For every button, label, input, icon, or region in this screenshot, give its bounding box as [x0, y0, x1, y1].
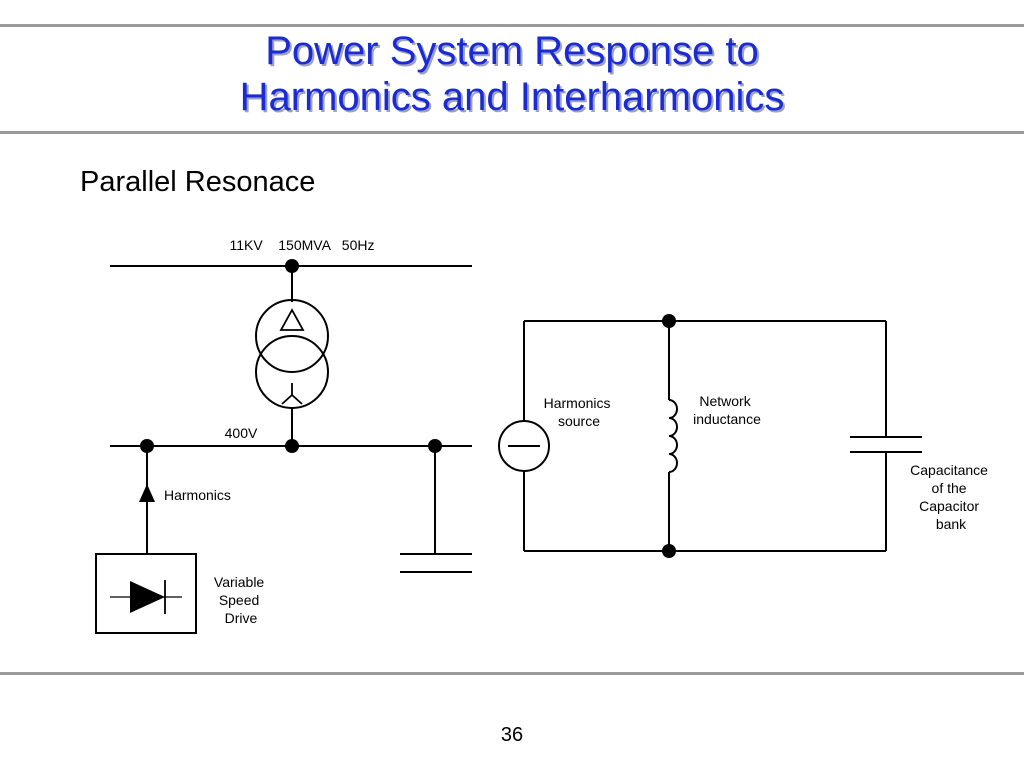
footer-divider [0, 672, 1024, 675]
capacitor-bank-label: Capacitance of the Capacitor bank [910, 462, 992, 532]
harmonics-arrow-icon [139, 484, 155, 502]
lv-bus-label: 400V [225, 425, 258, 441]
slide-subtitle: Parallel Resonace [80, 166, 316, 198]
top-divider [0, 24, 1024, 27]
harmonics-source-label-line-2: source [558, 413, 600, 429]
vsd-label: Variable Speed Drive [214, 574, 268, 626]
title-divider [0, 131, 1024, 134]
bus-nodes [140, 259, 442, 453]
vsd-label-line-2: Speed [219, 592, 259, 608]
network-inductance-label-line-1: Network [699, 393, 751, 409]
transformer-primary-winding [255, 299, 329, 373]
capacitor-bus-node [428, 439, 442, 453]
delta-winding-icon [279, 308, 305, 331]
page-number: 36 [500, 724, 524, 746]
slide-title: Power System Response to Harmonics and I… [0, 28, 1024, 120]
variable-speed-drive-box [95, 553, 197, 634]
slide-title-line-1: Power System Response to [265, 29, 759, 73]
diode-icon [130, 581, 165, 613]
capacitor-bank-label-line-2: of the [932, 480, 967, 496]
inductor-coil-icon [668, 399, 678, 473]
vsd-label-line-1: Variable [214, 574, 265, 590]
drive-bus-node [140, 439, 154, 453]
top-node [662, 314, 676, 328]
equivalent-circuit [498, 320, 922, 552]
harmonics-source-label-line-1: Harmonics [544, 395, 611, 411]
harmonics-label: Harmonics [164, 487, 231, 503]
transformer-bus-node [285, 439, 299, 453]
capacitor-bank-label-line-4: bank [936, 516, 967, 532]
network-inductance-label-line-2: inductance [693, 411, 761, 427]
harmonics-source-label: Harmonics source [544, 395, 615, 429]
bottom-node [662, 544, 676, 558]
slide-title-line-2: Harmonics and Interharmonics [239, 75, 785, 119]
capacitor-bank-label-line-1: Capacitance [910, 462, 988, 478]
vsd-label-line-3: Drive [225, 610, 258, 626]
harmonics-source-icon [498, 420, 550, 472]
wye-winding-icon [281, 383, 303, 405]
hv-bus-node [285, 259, 299, 273]
network-inductance-label: Network inductance [693, 393, 761, 427]
circuit-nodes [662, 314, 676, 558]
supply-rating-label: 11KV 150MVA 50Hz [229, 237, 374, 253]
capacitor-bank-label-line-3: Capacitor [919, 498, 979, 514]
